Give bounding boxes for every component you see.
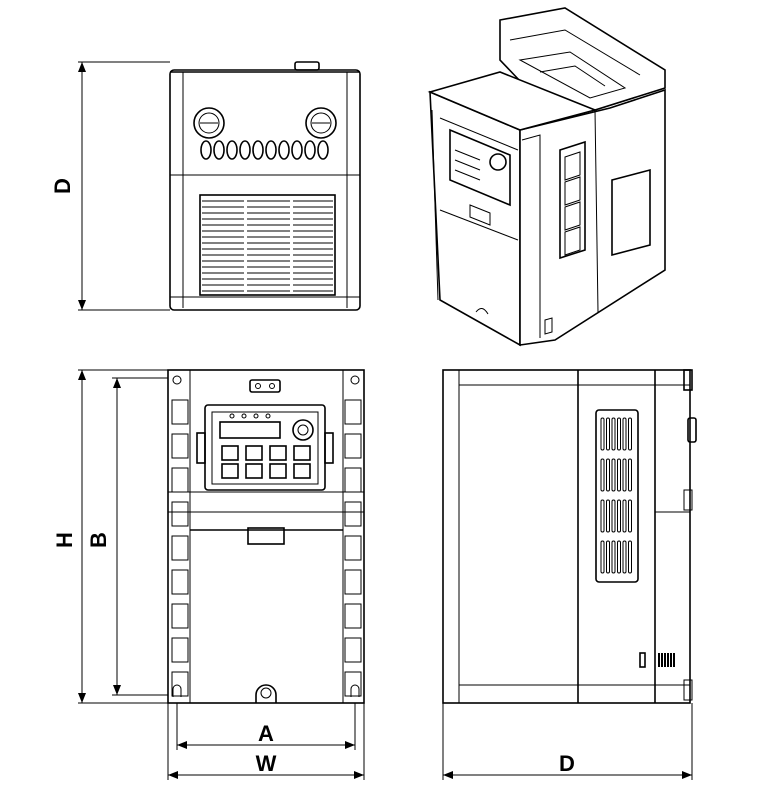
width-dimension: W: [167, 703, 365, 780]
side-vent: [564, 151, 581, 256]
label-side-depth: D: [559, 751, 575, 776]
label-mount-height: B: [86, 532, 111, 548]
label-width: W: [256, 751, 277, 776]
vent-grille: [202, 200, 333, 292]
front-view: [167, 369, 365, 704]
height-dimension: H: [52, 369, 168, 704]
terminal-row: [200, 140, 329, 160]
label-height: H: [52, 532, 77, 548]
mount-height-dimension: B: [86, 377, 168, 696]
label-top-depth: D: [50, 178, 75, 194]
mount-width-dimension: A: [176, 703, 356, 750]
side-depth-dimension: D: [442, 703, 693, 780]
top-depth-dimension: D: [50, 61, 170, 311]
rating-label: [658, 653, 675, 667]
isometric-view: [427, 7, 666, 347]
side-vent-slots: [600, 417, 632, 574]
label-mount-width: A: [258, 721, 274, 746]
side-view: [442, 369, 697, 704]
top-view: [169, 61, 361, 311]
keypad-buttons: [221, 413, 311, 479]
